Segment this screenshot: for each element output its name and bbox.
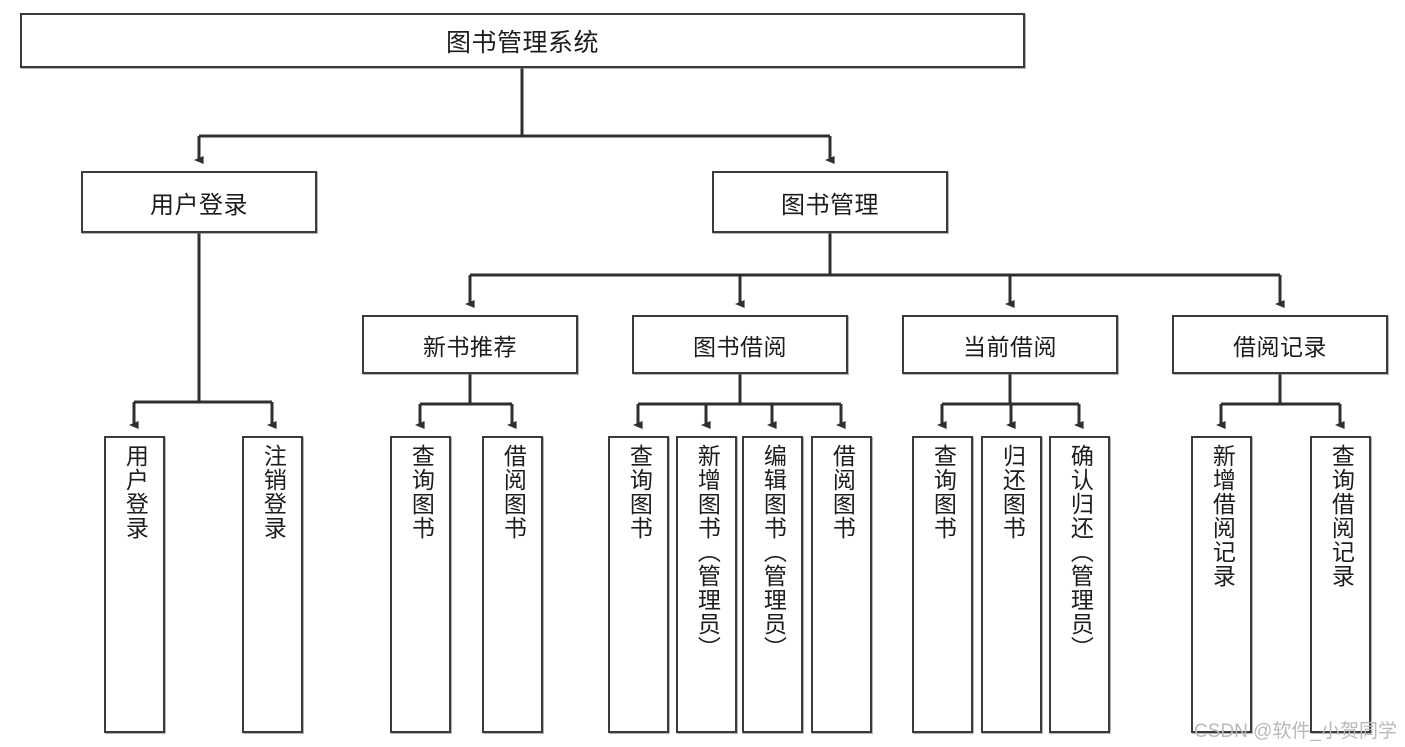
node-leaf-return-book[interactable]: 归还图书 <box>981 436 1042 733</box>
node-leaf-borrow-book-recommend[interactable]: 借阅图书 <box>482 436 543 733</box>
node-label: 新增借阅记录 <box>1209 444 1236 588</box>
node-leaf-query-borrow-record[interactable]: 查询借阅记录 <box>1310 436 1371 733</box>
node-new-book-recommend[interactable]: 新书推荐 <box>362 315 578 374</box>
node-label: 图书管理系统 <box>445 28 599 57</box>
node-label: 查询图书 <box>930 444 957 540</box>
watermark: CSDN @软件_小贺同学 <box>1194 721 1397 742</box>
node-label: 图书管理 <box>781 191 879 219</box>
node-label: 新书推荐 <box>423 333 517 360</box>
node-user-login[interactable]: 用户登录 <box>81 171 317 233</box>
node-label: 用户登录 <box>122 444 149 540</box>
node-label: 借阅记录 <box>1233 333 1327 360</box>
node-label: 当前借阅 <box>963 333 1057 360</box>
node-leaf-user-login[interactable]: 用户登录 <box>104 436 165 733</box>
node-label: 用户登录 <box>150 191 248 219</box>
node-book-borrow[interactable]: 图书借阅 <box>632 315 848 374</box>
node-book-management[interactable]: 图书管理 <box>712 171 948 233</box>
node-leaf-logout[interactable]: 注销登录 <box>242 436 303 733</box>
node-label: 编辑图书（管理员） <box>760 444 787 660</box>
node-leaf-edit-book-admin[interactable]: 编辑图书（管理员） <box>742 436 803 733</box>
node-label: 查询图书 <box>626 444 653 540</box>
node-label: 图书借阅 <box>693 333 787 360</box>
node-label: 借阅图书 <box>829 444 856 540</box>
node-label: 查询图书 <box>408 444 435 540</box>
node-leaf-query-book-recommend[interactable]: 查询图书 <box>390 436 451 733</box>
node-leaf-add-book-admin[interactable]: 新增图书（管理员） <box>676 436 737 733</box>
node-leaf-borrow-book[interactable]: 借阅图书 <box>811 436 872 733</box>
node-borrow-record[interactable]: 借阅记录 <box>1172 315 1388 374</box>
node-label: 查询借阅记录 <box>1328 444 1355 588</box>
node-label: 归还图书 <box>999 444 1026 540</box>
node-leaf-add-borrow-record[interactable]: 新增借阅记录 <box>1191 436 1252 733</box>
node-leaf-query-book-current[interactable]: 查询图书 <box>912 436 973 733</box>
node-label: 新增图书（管理员） <box>694 444 721 660</box>
node-root-system[interactable]: 图书管理系统 <box>20 13 1025 68</box>
node-label: 借阅图书 <box>500 444 527 540</box>
node-leaf-query-book[interactable]: 查询图书 <box>608 436 669 733</box>
node-leaf-confirm-return-admin[interactable]: 确认归还（管理员） <box>1049 436 1110 733</box>
node-label: 注销登录 <box>260 444 287 540</box>
node-current-borrow[interactable]: 当前借阅 <box>902 315 1118 374</box>
node-label: 确认归还（管理员） <box>1067 444 1094 660</box>
